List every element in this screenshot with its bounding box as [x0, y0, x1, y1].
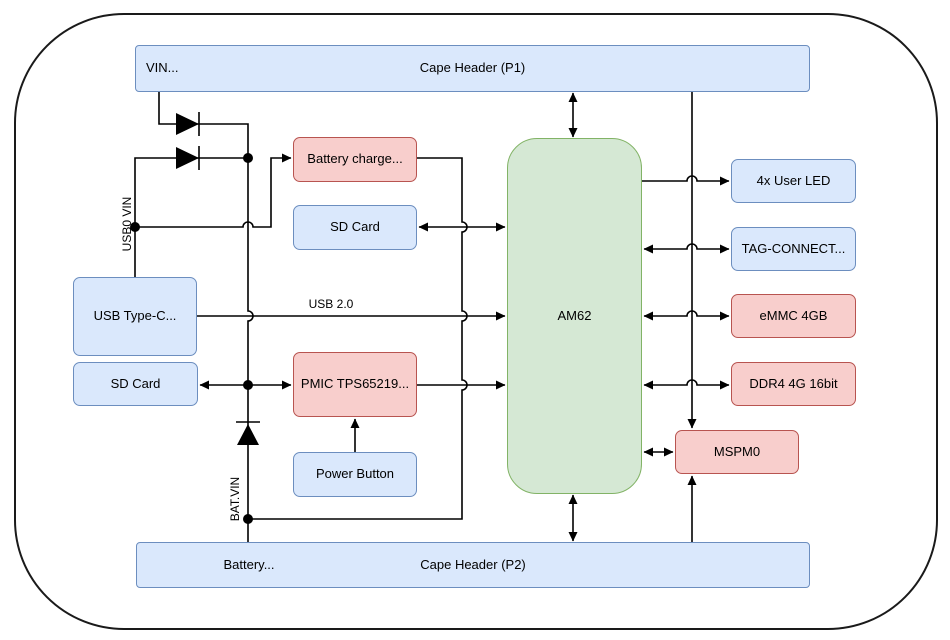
block-user-led: 4x User LED: [731, 159, 856, 203]
wire-am62-emmc: [643, 310, 730, 321]
block-ddr4: DDR4 4G 16bit: [731, 362, 856, 406]
sd-card-left-label: SD Card: [110, 375, 161, 391]
usb-type-c-label: USB Type-C...: [93, 308, 177, 324]
block-cape-header-p1: Cape Header (P1) VIN...: [135, 45, 810, 92]
wire-am62-tagconnect: [643, 243, 730, 254]
block-tag-connect: TAG-CONNECT...: [731, 227, 856, 271]
block-mspm0: MSPM0: [675, 430, 799, 474]
tag-connect-label: TAG-CONNECT...: [741, 240, 846, 256]
power-button-label: Power Button: [315, 466, 395, 482]
junction-dot: [243, 153, 253, 163]
pmic-label: PMIC TPS65219...: [300, 376, 410, 392]
diode-icon: [176, 146, 200, 170]
wire-am62-ddr4: [643, 379, 730, 390]
sd-card-mid-label: SD Card: [330, 219, 380, 235]
net-label-usb0-vin: USB0 VIN: [120, 196, 134, 252]
junction-dot: [243, 514, 253, 524]
net-label-usb2: USB 2.0: [308, 297, 354, 311]
block-power-button: Power Button: [293, 452, 417, 497]
block-battery-charger: Battery charge...: [293, 137, 417, 182]
diode-icon: [176, 112, 200, 136]
diode-icon: [236, 421, 260, 445]
am62-label: AM62: [557, 307, 592, 323]
pin-label-vin: VIN...: [146, 60, 179, 76]
wire-usb0-vin: [134, 157, 248, 277]
net-label-bat-vin: BAT.VIN: [228, 476, 242, 522]
block-cape-header-p2: Cape Header (P2) Battery...: [136, 542, 810, 588]
junction-dot: [243, 380, 253, 390]
block-emmc: eMMC 4GB: [731, 294, 856, 338]
wire-am62-led: [642, 175, 730, 186]
emmc-label: eMMC 4GB: [759, 307, 828, 323]
block-sd-card-mid: SD Card: [293, 205, 417, 250]
wire-bat-rail: [247, 158, 254, 519]
block-usb-type-c: USB Type-C...: [73, 277, 197, 356]
block-pmic: PMIC TPS65219...: [293, 352, 417, 417]
junction-dot: [130, 222, 140, 232]
user-led-label: 4x User LED: [756, 172, 831, 188]
pin-label-battery: Battery...: [223, 556, 275, 572]
block-am62: AM62: [507, 138, 642, 494]
block-sd-card-left: SD Card: [73, 362, 198, 406]
cape-header-p2-label: Cape Header (P2): [420, 556, 526, 572]
ddr4-label: DDR4 4G 16bit: [749, 375, 838, 391]
cape-header-p1-label: Cape Header (P1): [419, 60, 526, 76]
mspm0-label: MSPM0: [713, 443, 761, 459]
wire-charger-input: [135, 153, 292, 228]
battery-charger-label: Battery charge...: [307, 151, 403, 167]
wire-vin-p1: [158, 92, 249, 158]
